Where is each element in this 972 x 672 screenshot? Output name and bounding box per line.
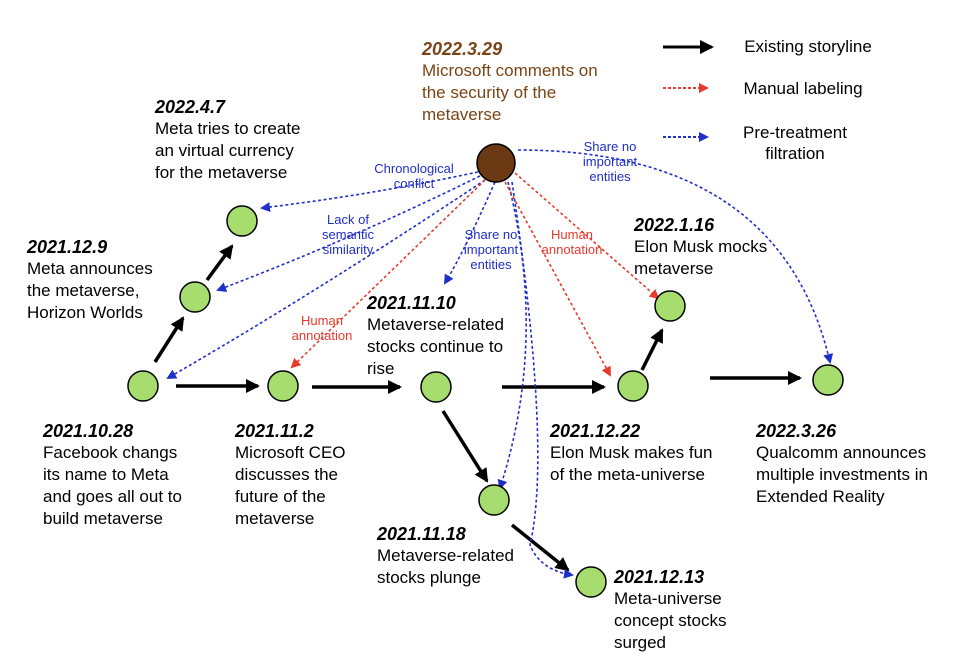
manual-arrow-to-1222 <box>504 181 611 377</box>
node-20211118 <box>478 484 510 516</box>
event-text: Microsoft CEO discusses the future of th… <box>235 443 346 528</box>
filter-arrow-to-0326 <box>517 149 834 364</box>
node-20211110 <box>420 371 452 403</box>
event-label-20211118: 2021.11.18 Metaverse-related stocks plun… <box>377 523 557 589</box>
filter-arrow-to-1209 <box>216 175 481 292</box>
annotation-share-no-entities-1: Share no important entities <box>463 227 519 272</box>
node-20220407 <box>226 205 258 237</box>
event-date: 2021.12.22 <box>550 421 641 441</box>
event-date: 2021.11.10 <box>367 293 456 313</box>
event-date: 2021.10.28 <box>43 421 134 441</box>
center-event-text: Microsoft comments on the security of th… <box>422 61 598 124</box>
filter-arrow-to-1028 <box>166 179 486 380</box>
annotation-share-no-entities-2: Share no important entities <box>582 139 638 184</box>
node-20220326 <box>812 364 844 396</box>
event-text: Meta-universe concept stocks surged <box>614 589 727 652</box>
node-20211209 <box>179 281 211 313</box>
center-event-label: 2022.3.29 Microsoft comments on the secu… <box>422 38 652 126</box>
event-text: Meta announces the metaverse, Horizon Wo… <box>27 259 153 322</box>
annotation-human-2: Human annotation <box>541 227 603 257</box>
manual-arrow-to-0116 <box>514 172 660 300</box>
node-20211028 <box>127 370 159 402</box>
filter-arrow-to-1118 <box>497 181 527 490</box>
event-date: 2021.12.13 <box>614 567 705 587</box>
event-date: 2021.11.18 <box>377 524 466 544</box>
arrow-1222-to-0116 <box>640 328 664 371</box>
event-label-20211222: 2021.12.22 Elon Musk makes fun of the me… <box>550 420 760 486</box>
annotation-chronological-conflict: Chronological conflict <box>374 161 454 191</box>
event-text: Elon Musk mocks metaverse <box>634 237 768 278</box>
event-label-20220407: 2022.4.7 Meta tries to create an virtual… <box>155 96 355 184</box>
event-text: Metaverse-related stocks continue to ris… <box>367 315 505 378</box>
legend-manual-label: Manual labeling <box>743 79 863 98</box>
event-text: Qualcomm announces multiple investments … <box>756 443 928 506</box>
event-label-20211102: 2021.11.2 Microsoft CEO discusses the fu… <box>235 420 385 530</box>
node-center-20220329 <box>476 143 516 183</box>
event-date: 2022.1.16 <box>634 215 715 235</box>
annotation-lack-semantic-similarity: Lack of semantic similarity <box>321 212 375 257</box>
event-label-20211028: 2021.10.28 Facebook changs its name to M… <box>43 420 233 530</box>
legend-pretreatment-label: Pre-treatment filtration <box>743 123 847 163</box>
event-date: 2022.3.26 <box>756 421 837 441</box>
legend-existing-label: Existing storyline <box>744 37 872 56</box>
event-text: Metaverse-related stocks plunge <box>377 546 515 587</box>
event-label-20211209: 2021.12.9 Meta announces the metaverse, … <box>27 236 197 324</box>
event-date: 2022.4.7 <box>155 97 226 117</box>
event-text: Facebook changs its name to Meta and goe… <box>43 443 182 528</box>
event-label-20220116: 2022.1.16 Elon Musk mocks metaverse <box>634 214 814 280</box>
annotation-human-1: Human annotation <box>291 313 353 343</box>
center-event-date: 2022.3.29 <box>422 39 503 59</box>
arrow-1209-to-0407 <box>205 244 234 282</box>
event-text: Elon Musk makes fun of the meta-universe <box>550 443 713 484</box>
node-20211222 <box>617 370 649 402</box>
event-label-20211213: 2021.12.13 Meta-universe concept stocks … <box>614 566 784 654</box>
node-20211213 <box>575 566 607 598</box>
arrow-1110-to-1118 <box>441 410 489 483</box>
node-20220116 <box>654 290 686 322</box>
event-text: Meta tries to create an virtual currency… <box>155 119 301 182</box>
node-20211102 <box>267 370 299 402</box>
event-label-20211110: 2021.11.10 Metaverse-related stocks cont… <box>367 292 547 380</box>
event-date: 2021.12.9 <box>27 237 108 257</box>
arrow-1028-to-1209 <box>153 316 185 363</box>
event-date: 2021.11.2 <box>235 421 314 441</box>
event-label-20220326: 2022.3.26 Qualcomm announces multiple in… <box>756 420 971 508</box>
manual-arrow-to-1102 <box>290 179 486 369</box>
arrow-1118-to-1213 <box>510 523 570 572</box>
